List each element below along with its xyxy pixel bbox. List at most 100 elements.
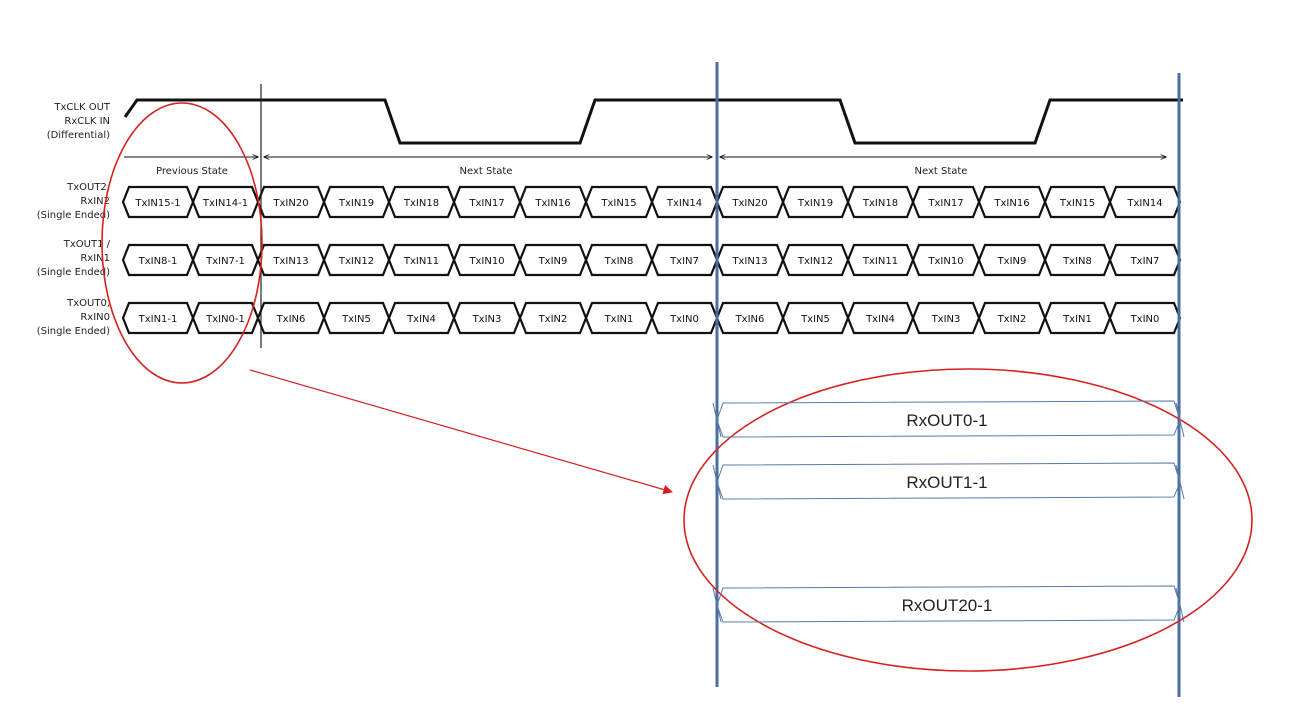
bit-cell-label: TxIN12 (797, 256, 833, 267)
bit-cell (1043, 185, 1112, 219)
bit-cell-label: TxIN17 (468, 198, 504, 209)
signal-labels: TxCLK OUT RxCLK IN (Differential) TxOUT2… (37, 102, 111, 337)
previous-state-highlight (101, 102, 263, 384)
bit-cell (322, 185, 391, 219)
out0-label-line-2: RxIN0 (80, 312, 110, 323)
bit-cell-label: TxIN0-1 (205, 314, 245, 325)
rx-cross-left (712, 464, 722, 500)
bit-cell (1108, 301, 1182, 335)
rx-output-bar: RxOUT0-1 (712, 400, 1185, 438)
bit-cell (911, 185, 981, 219)
out1-label-line-3: (Single Ended) (37, 267, 110, 278)
clk-label-line-3: (Differential) (47, 130, 110, 141)
bit-cell (584, 185, 654, 219)
bit-cell-label: TxIN15 (600, 198, 636, 209)
bit-cell (584, 243, 654, 277)
bit-cell (1108, 243, 1182, 277)
bit-cell-label: TxIN14 (1126, 198, 1162, 209)
bit-cell (256, 243, 326, 277)
bit-cell-label: TxIN1 (604, 314, 634, 325)
next-state-2-label: Next State (915, 166, 968, 177)
bit-cell (977, 185, 1047, 219)
bit-cell (518, 185, 588, 219)
bit-cell-label: TxIN8-1 (138, 256, 178, 267)
bit-cell (387, 301, 456, 335)
rx-output-label: RxOUT20-1 (902, 596, 993, 615)
out2-label-line-3: (Single Ended) (37, 210, 110, 221)
bit-cell (1108, 185, 1182, 219)
bit-cell (846, 243, 915, 277)
bit-cell (781, 185, 850, 219)
bit-cell-label: TxIN7 (1130, 256, 1160, 267)
bit-cell (584, 301, 654, 335)
bit-cell (256, 301, 326, 335)
row-out1: TxIN8-1 TxIN7-1 TxIN13 TxIN12 TxIN11 TxIN10 Tx… (121, 243, 1182, 277)
rx-cross-right (1175, 464, 1185, 500)
bit-cell-label: TxIN1 (1062, 314, 1092, 325)
bit-cell (121, 301, 195, 335)
out0-label-line-3: (Single Ended) (37, 326, 110, 337)
bit-cell (452, 243, 522, 277)
bit-cell-label: TxIN16 (993, 198, 1029, 209)
bit-cell-label: TxIN18 (862, 198, 898, 209)
bit-cell (121, 243, 195, 277)
previous-state-label: Previous State (156, 166, 228, 177)
bit-cell (781, 301, 850, 335)
bit-cell (911, 243, 981, 277)
bit-cell-label: TxIN8 (1062, 256, 1092, 267)
bit-cell-label: TxIN4 (406, 314, 436, 325)
bit-cell-label: TxIN2 (997, 314, 1027, 325)
rx-cross-left (712, 587, 722, 623)
bit-cell (518, 301, 588, 335)
bit-cell (191, 301, 260, 335)
bit-cell (191, 185, 260, 219)
bit-cell-label: TxIN11 (403, 256, 439, 267)
bit-cell-label: TxIN4 (865, 314, 895, 325)
bit-cell-label: TxIN20 (272, 198, 308, 209)
bit-cell-label: TxIN15-1 (134, 198, 180, 209)
rx-cross-right (1175, 402, 1185, 438)
rx-output-bar: RxOUT20-1 (712, 585, 1185, 623)
out2-label-line-1: TxOUT2, (66, 182, 110, 193)
bit-cell (1043, 243, 1112, 277)
bit-cell-label: TxIN0 (669, 314, 699, 325)
clk-label-line-1: TxCLK OUT (53, 102, 111, 113)
rx-output-highlight (683, 368, 1253, 672)
rx-cross-left (712, 402, 722, 438)
bit-cell-label: TxIN18 (403, 198, 439, 209)
clk-label-line-2: RxCLK IN (64, 116, 110, 127)
out0-label-line-1: TxOUT0, (66, 298, 110, 309)
bit-cell-label: TxIN2 (538, 314, 568, 325)
bit-cell-label: TxIN10 (468, 256, 504, 267)
rx-output-label: RxOUT0-1 (906, 411, 987, 430)
bit-cell-label: TxIN3 (931, 314, 961, 325)
callout-arrow (249, 369, 673, 495)
bit-cell (322, 301, 391, 335)
bit-cell (452, 301, 522, 335)
bit-cell-label: TxIN15 (1059, 198, 1095, 209)
bit-cell-label: TxIN6 (276, 314, 306, 325)
rx-cross-right (1175, 587, 1185, 623)
bit-cell-label: TxIN5 (800, 314, 830, 325)
bit-cell (650, 301, 719, 335)
bit-cell-label: TxIN9 (538, 256, 568, 267)
bit-cell (650, 243, 719, 277)
bit-cell (977, 243, 1047, 277)
bit-cell-label: TxIN14-1 (202, 198, 248, 209)
bit-cell (518, 243, 588, 277)
state-arrows: Previous State Next State Next State (124, 157, 1166, 177)
bit-cell (452, 185, 522, 219)
bit-cell-label: TxIN13 (731, 256, 767, 267)
bit-cell-label: TxIN7-1 (205, 256, 245, 267)
bit-cell-label: TxIN9 (997, 256, 1027, 267)
bit-cell-label: TxIN19 (338, 198, 374, 209)
bit-cell-label: TxIN19 (797, 198, 833, 209)
bit-cell (121, 185, 195, 219)
bit-cell-label: TxIN14 (666, 198, 702, 209)
bit-cell-label: TxIN16 (534, 198, 570, 209)
bit-cell (650, 185, 719, 219)
bit-cell (1043, 301, 1112, 335)
